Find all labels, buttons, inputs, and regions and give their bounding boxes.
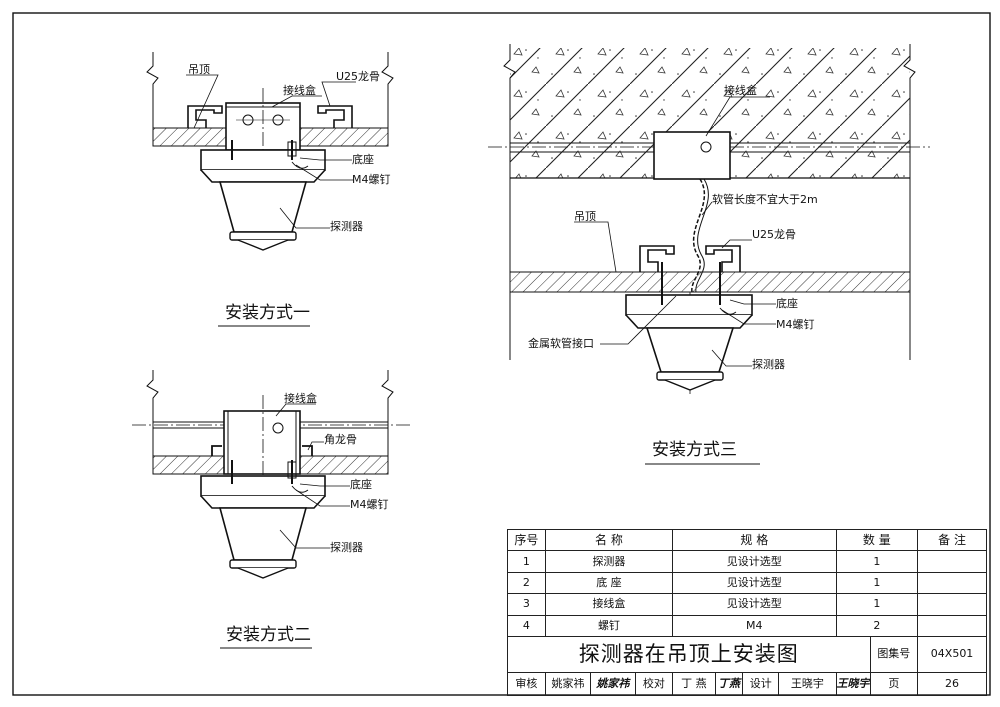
m2-label-box: 接线盒 bbox=[284, 391, 317, 405]
row-no: 4 bbox=[507, 614, 546, 637]
m1-label-base: 底座 bbox=[352, 152, 374, 166]
m1-caption: 安装方式一 bbox=[225, 303, 310, 323]
header-spec: 规 格 bbox=[672, 528, 837, 552]
row-no: 1 bbox=[507, 550, 546, 573]
title-row: 探测器在吊顶上安装图 图集号 04X501 bbox=[507, 635, 987, 673]
m1-label-keel: U25龙骨 bbox=[336, 70, 380, 83]
row-name: 探测器 bbox=[544, 550, 674, 573]
m3-label-hose-note: 软管长度不宜大于2m bbox=[712, 192, 818, 206]
row-no: 3 bbox=[507, 593, 546, 616]
row-note bbox=[917, 550, 987, 573]
m3-label-keel: U25龙骨 bbox=[752, 228, 796, 241]
reviewer-name: 姚家祎 bbox=[544, 671, 592, 697]
table-row: 2 底 座 见设计选型 1 bbox=[507, 571, 987, 595]
m2-label-keel: 角龙骨 bbox=[324, 433, 357, 446]
check-label: 校对 bbox=[634, 671, 674, 697]
row-spec: M4 bbox=[672, 614, 837, 637]
m2-label-screw: M4螺钉 bbox=[350, 498, 389, 511]
signature-row: 审核 姚家祎 姚家祎 校对 丁 燕 丁燕 设计 王晓宇 王晓宇 页 26 bbox=[507, 671, 987, 697]
checker-signature: 丁燕 bbox=[714, 671, 744, 697]
row-note bbox=[917, 593, 987, 616]
row-no: 2 bbox=[507, 571, 546, 595]
method-3-drawing: 接线盒 软管长度不宜大于2m 吊顶 U25龙骨 底座 M4螺钉 金属软管接口 探… bbox=[488, 44, 930, 465]
row-name: 螺钉 bbox=[544, 614, 674, 637]
parts-table: 序号 名 称 规 格 数 量 备 注 1 探测器 见设计选型 1 2 底 座 见… bbox=[507, 528, 987, 697]
m2-label-base: 底座 bbox=[350, 477, 372, 491]
header-no: 序号 bbox=[507, 528, 546, 552]
header-name: 名 称 bbox=[544, 528, 674, 552]
row-spec: 见设计选型 bbox=[672, 571, 837, 595]
m2-label-detector: 探测器 bbox=[330, 541, 363, 554]
review-label: 审核 bbox=[507, 671, 546, 697]
designer-name: 王晓宇 bbox=[778, 671, 837, 697]
m2-caption: 安装方式二 bbox=[226, 625, 311, 645]
row-note bbox=[917, 614, 987, 637]
row-note bbox=[917, 571, 987, 595]
m1-label-box: 接线盒 bbox=[283, 83, 316, 97]
designer-signature: 王晓宇 bbox=[835, 671, 871, 697]
row-spec: 见设计选型 bbox=[672, 550, 837, 573]
row-qty: 1 bbox=[835, 571, 919, 595]
row-spec: 见设计选型 bbox=[672, 593, 837, 616]
table-row: 1 探测器 见设计选型 1 bbox=[507, 550, 987, 573]
table-row: 4 螺钉 M4 2 bbox=[507, 614, 987, 637]
design-label: 设计 bbox=[742, 671, 780, 697]
row-qty: 1 bbox=[835, 593, 919, 616]
header-qty: 数 量 bbox=[835, 528, 919, 552]
page-label: 页 bbox=[869, 671, 919, 697]
method-2-drawing: 接线盒 角龙骨 底座 M4螺钉 探测器 安装方式二 bbox=[132, 370, 410, 649]
atlas-label: 图集号 bbox=[869, 635, 919, 673]
m1-label-ceiling: 吊顶 bbox=[188, 63, 210, 76]
m3-label-detector: 探测器 bbox=[752, 358, 785, 371]
drawing-title: 探测器在吊顶上安装图 bbox=[507, 635, 871, 673]
row-name: 接线盒 bbox=[544, 593, 674, 616]
m1-label-detector: 探测器 bbox=[330, 220, 363, 233]
sheet-frame bbox=[12, 12, 991, 696]
method-1-drawing: 吊顶 U25龙骨 接线盒 底座 M4螺钉 探测器 安装方式一 bbox=[146, 52, 394, 327]
m3-label-ceiling: 吊顶 bbox=[574, 210, 596, 223]
table-row: 3 接线盒 见设计选型 1 bbox=[507, 593, 987, 616]
m3-caption: 安装方式三 bbox=[652, 440, 737, 460]
checker-name: 丁 燕 bbox=[672, 671, 716, 697]
m3-label-base: 底座 bbox=[776, 296, 798, 310]
m3-label-hose-joint: 金属软管接口 bbox=[528, 336, 594, 350]
m3-label-screw: M4螺钉 bbox=[776, 318, 815, 331]
reviewer-signature: 姚家祎 bbox=[590, 671, 636, 697]
m3-label-box: 接线盒 bbox=[724, 83, 757, 97]
page-number: 26 bbox=[917, 671, 987, 697]
m1-label-screw: M4螺钉 bbox=[352, 173, 391, 186]
row-qty: 1 bbox=[835, 550, 919, 573]
header-note: 备 注 bbox=[917, 528, 987, 552]
atlas-number: 04X501 bbox=[917, 635, 987, 673]
table-header-row: 序号 名 称 规 格 数 量 备 注 bbox=[507, 528, 987, 552]
row-qty: 2 bbox=[835, 614, 919, 637]
row-name: 底 座 bbox=[544, 571, 674, 595]
